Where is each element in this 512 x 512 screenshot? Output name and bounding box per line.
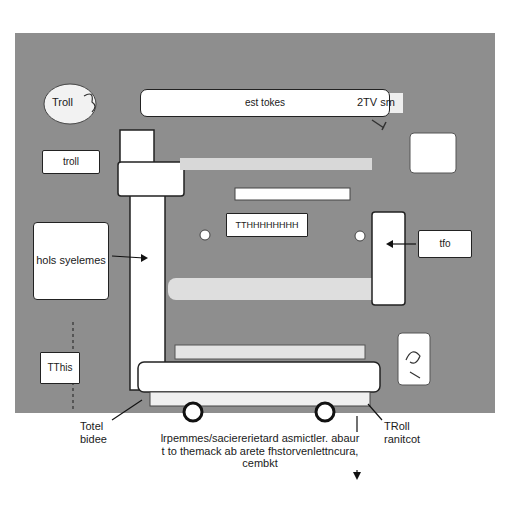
node-text: troll: [63, 156, 79, 168]
caption: lrpemmes/saciererietard asmictler. abaur…: [160, 432, 360, 470]
label-text: TRoll ranitcot: [384, 420, 420, 445]
process-box: TTHHHHHHHH: [226, 213, 308, 237]
tree-label: Troll: [52, 96, 92, 109]
corner-label: 2TV sm: [357, 96, 403, 109]
label-text: Totel bidee: [80, 420, 107, 445]
part-label: TRoll ranitcot: [384, 420, 444, 445]
node-text: hols syelemes: [36, 254, 106, 267]
node-text: est tokes: [245, 97, 285, 109]
process-box: TThis: [40, 352, 80, 384]
label-text: Troll: [52, 96, 73, 108]
process-box: troll: [42, 150, 100, 174]
node-text: TTHHHHHHHH: [236, 220, 299, 231]
top-bar: est tokes: [140, 89, 390, 117]
process-box: tfo: [418, 230, 472, 258]
part-label: Totel bidee: [80, 420, 128, 445]
node-text: TThis: [48, 362, 73, 374]
node-text: tfo: [439, 238, 450, 250]
label-text: 2TV sm: [357, 96, 395, 108]
process-box: hols syelemes: [33, 222, 109, 300]
